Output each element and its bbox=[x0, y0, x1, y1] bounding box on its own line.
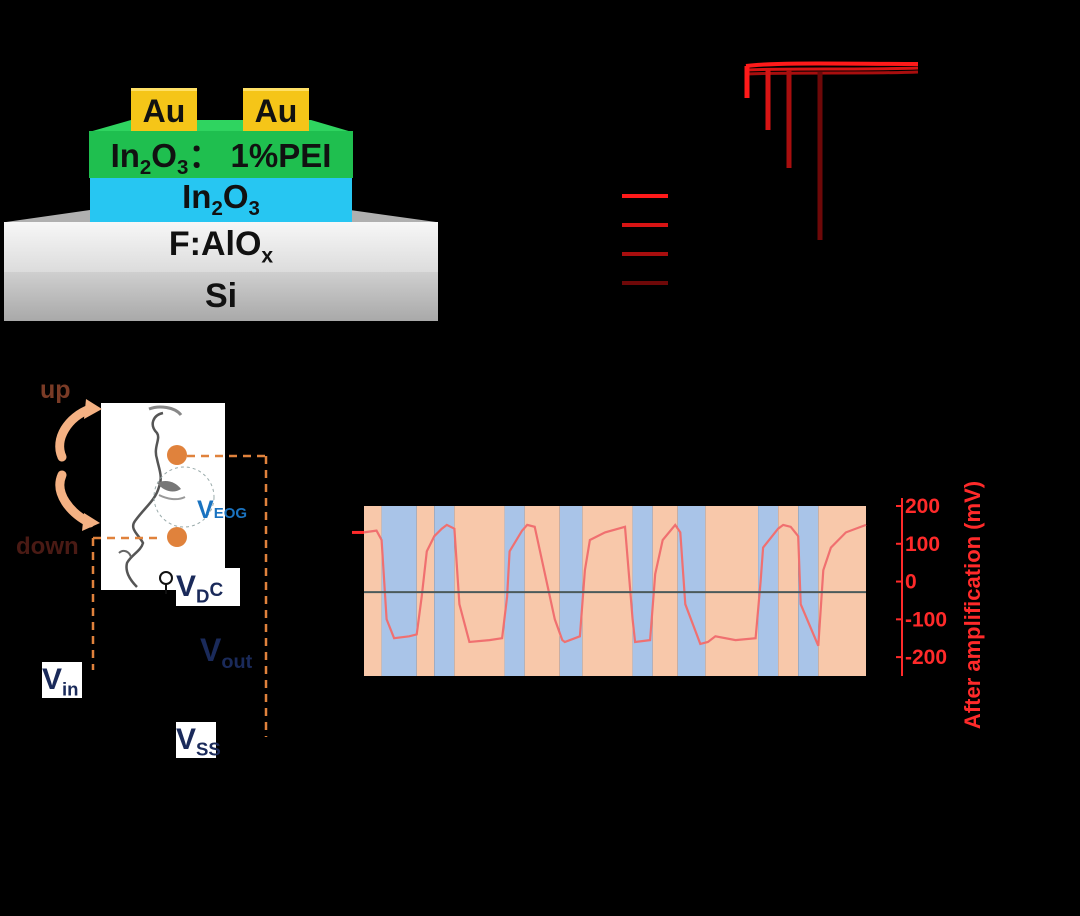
chart-band-5 bbox=[504, 506, 525, 676]
label-down: down bbox=[16, 533, 79, 560]
chart-band-6 bbox=[524, 506, 560, 676]
transfer-curve-panel bbox=[622, 61, 919, 285]
chart-band-3 bbox=[434, 506, 455, 676]
chart-ytick-label-4: -200 bbox=[905, 646, 947, 669]
dielectric-layer: F:AlOx bbox=[4, 222, 438, 272]
chart-ytick-label-1: 100 bbox=[905, 533, 940, 556]
eog-signal-chart: 200 100 0 -100 -200 After amplification (mV) bbox=[352, 481, 985, 729]
label-up: up bbox=[40, 376, 71, 404]
transfer-legend bbox=[622, 194, 668, 285]
electrode-lower bbox=[167, 527, 187, 547]
chart-band-2 bbox=[416, 506, 435, 676]
chart-band-11 bbox=[677, 506, 706, 676]
chart-ytick-label-3: -100 bbox=[905, 608, 947, 631]
eog-wiring bbox=[91, 454, 268, 737]
label-v-dc: VDC bbox=[176, 568, 240, 607]
label-v-ss: VSS bbox=[176, 722, 221, 760]
chart-band-9 bbox=[632, 506, 653, 676]
chart-right-axis: 200 100 0 -100 -200 bbox=[896, 495, 947, 676]
chart-band-12 bbox=[705, 506, 759, 676]
label-v-eog: VEOG bbox=[197, 496, 248, 524]
dc-terminal-icon bbox=[159, 571, 173, 594]
transfer-trace-2 bbox=[745, 66, 919, 72]
chart-band-8 bbox=[582, 506, 633, 676]
chart-ytick-label-2: 0 bbox=[905, 571, 917, 594]
top-layer: In2O3： 1%PEI bbox=[89, 131, 353, 180]
chart-band-16 bbox=[818, 506, 866, 676]
channel-layer: In2O3 bbox=[90, 178, 352, 222]
chart-band-7 bbox=[559, 506, 583, 676]
channel-label: In2O3 bbox=[182, 178, 260, 221]
substrate-layer: Si bbox=[4, 272, 438, 321]
transfer-trace-1 bbox=[745, 61, 919, 68]
transfer-trace-3 bbox=[745, 70, 919, 76]
substrate-label: Si bbox=[204, 277, 238, 315]
electrode-upper bbox=[167, 445, 187, 465]
chart-band-10 bbox=[652, 506, 678, 676]
label-v-in: Vin bbox=[42, 662, 82, 700]
label-v-out: Vout bbox=[200, 632, 253, 673]
chart-ylabel: After amplification (mV) bbox=[960, 481, 985, 729]
face-profile-image bbox=[101, 403, 225, 590]
chart-band-1 bbox=[381, 506, 417, 676]
chart-series-0 bbox=[363, 523, 867, 647]
dielectric-label: F:AlOx bbox=[168, 225, 274, 268]
au-contact-right: Au bbox=[243, 88, 309, 131]
chart-series bbox=[352, 523, 867, 647]
chart-ytick-label-0: 200 bbox=[905, 495, 940, 518]
chart-band-0 bbox=[364, 506, 382, 676]
top-layer-label: In2O3： 1%PEI bbox=[110, 136, 332, 180]
transfer-curve-traces bbox=[744, 61, 919, 240]
chart-band-4 bbox=[454, 506, 505, 676]
eye-movement-arrows bbox=[55, 399, 102, 531]
chart-band-14 bbox=[778, 506, 799, 676]
au-contact-left: Au bbox=[131, 88, 197, 131]
